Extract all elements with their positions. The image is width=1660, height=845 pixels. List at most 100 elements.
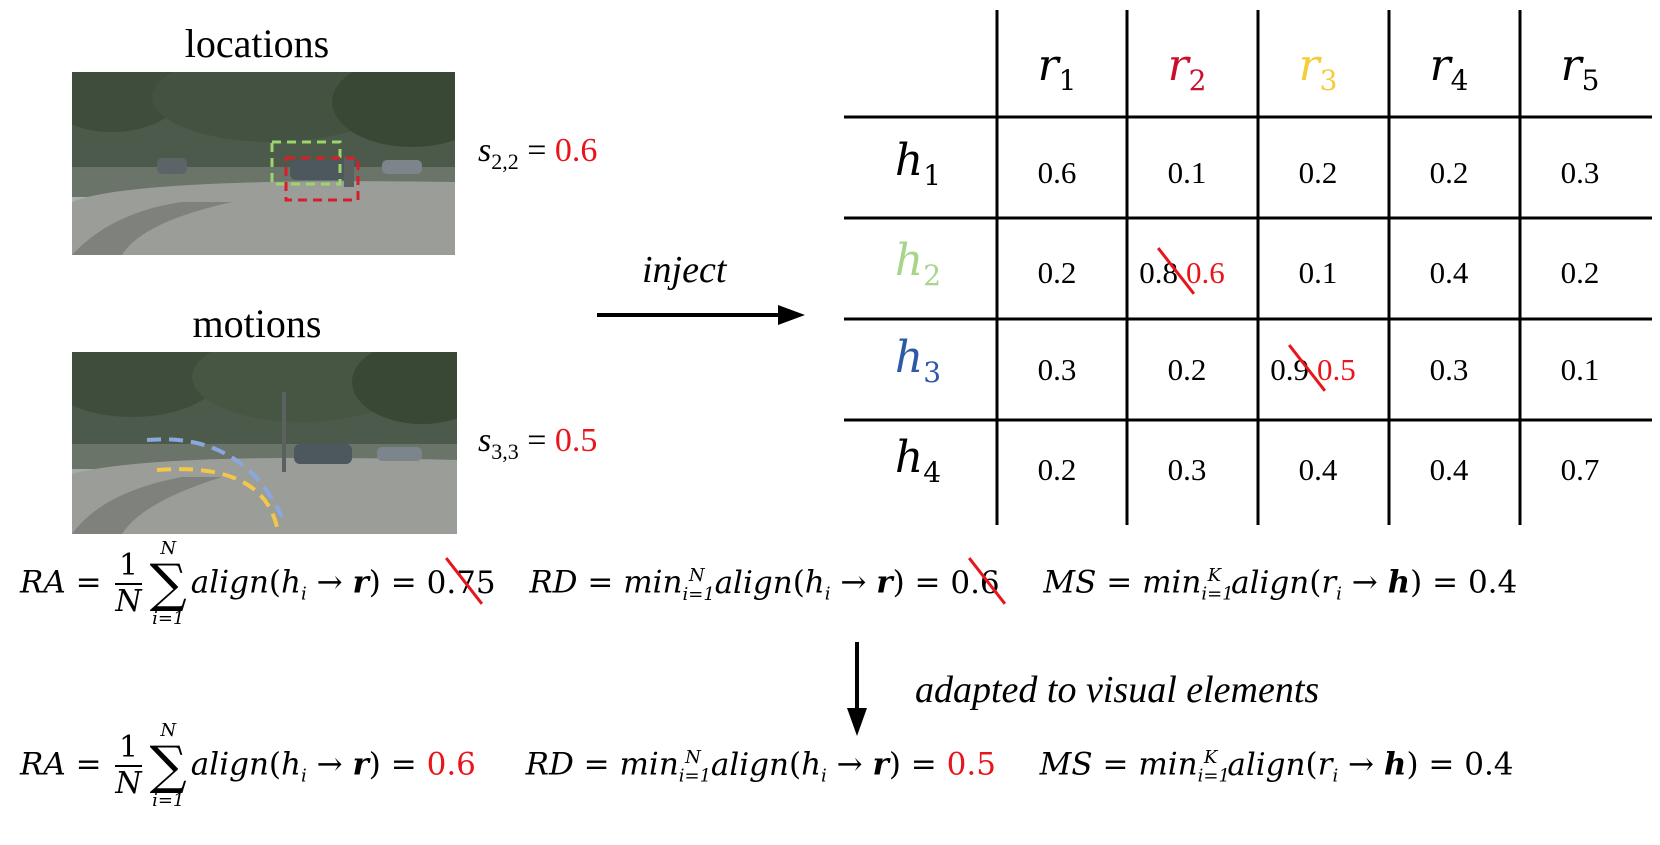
rd-symbol: RD bbox=[529, 564, 578, 601]
table-cell: 0.7 bbox=[1560, 452, 1600, 487]
arrow: → bbox=[830, 564, 877, 601]
score-label: s bbox=[478, 422, 492, 459]
min-lower: i=1 bbox=[678, 765, 712, 787]
col-header-base: r bbox=[1429, 40, 1451, 91]
row-header-base: h bbox=[894, 432, 924, 483]
bold-r: r bbox=[352, 746, 369, 783]
col-header-sub: 5 bbox=[1581, 63, 1600, 97]
fraction-denominator: N bbox=[115, 766, 142, 801]
arrow: → bbox=[1341, 564, 1388, 601]
sum-sigma: N∑i=1 bbox=[149, 720, 187, 811]
r-symbol: r bbox=[1317, 746, 1333, 783]
location-score: s2,2 = 0.6 bbox=[478, 132, 597, 175]
ra-value-struck: 0.75 bbox=[426, 564, 496, 601]
down-arrow bbox=[847, 642, 867, 736]
subscript-i: i bbox=[1332, 765, 1339, 787]
table-cell: 0.4 bbox=[1298, 452, 1338, 487]
inject-arrow bbox=[597, 305, 805, 325]
ms-value: 0.4 bbox=[1464, 746, 1514, 783]
col-header-sub: 2 bbox=[1188, 63, 1207, 97]
table-cell: 0.3 bbox=[1037, 352, 1077, 387]
equals: = bbox=[65, 746, 112, 783]
equals: = bbox=[1422, 564, 1468, 601]
align-fn: align bbox=[1231, 564, 1310, 601]
motion-score: s3,3 = 0.5 bbox=[478, 422, 597, 465]
score-equals: = bbox=[518, 132, 555, 169]
align-fn: align bbox=[1227, 746, 1306, 783]
table-cell: 0.2 bbox=[1037, 452, 1077, 487]
col-header-r1: r1 bbox=[997, 40, 1117, 97]
sum-sigma: N∑i=1 bbox=[149, 538, 187, 629]
replacement-value: 0.6 bbox=[1186, 255, 1225, 290]
table-cell: 0.1 bbox=[1298, 255, 1338, 290]
locations-photo-svg bbox=[72, 72, 455, 255]
score-value: 0.5 bbox=[554, 422, 598, 459]
bold-h: h bbox=[1387, 564, 1411, 601]
score-label: s bbox=[478, 132, 492, 169]
h-symbol: h bbox=[804, 564, 825, 601]
locations-title: locations bbox=[184, 21, 330, 66]
equals: = bbox=[577, 564, 624, 601]
fraction-denominator: N bbox=[115, 584, 142, 619]
row-header-base: h bbox=[894, 135, 924, 186]
red-dashed-box bbox=[284, 156, 360, 202]
sum-lower: i=1 bbox=[152, 608, 185, 629]
sum-upper: N bbox=[160, 720, 177, 741]
min-upper: K bbox=[1203, 747, 1218, 769]
table-cell: 0.4 bbox=[1429, 255, 1469, 290]
row-header-h1: h1 bbox=[848, 135, 988, 192]
col-header-r2: r2 bbox=[1127, 40, 1247, 97]
ms-value: 0.4 bbox=[1467, 564, 1518, 601]
struck-value: 0.9 bbox=[1270, 352, 1309, 387]
equals: = bbox=[900, 746, 947, 783]
motions-title: motions bbox=[192, 301, 322, 346]
col-header-base: r bbox=[1298, 40, 1320, 91]
equals: = bbox=[904, 564, 951, 601]
sum-lower: i=1 bbox=[152, 790, 185, 811]
adapted-label: adapted to visual elements bbox=[915, 669, 1320, 711]
equals: = bbox=[1092, 746, 1139, 783]
table-cell: 0.2 bbox=[1167, 352, 1207, 387]
locations-image bbox=[72, 72, 455, 255]
score-value: 0.6 bbox=[554, 132, 598, 169]
motions-photo-svg bbox=[72, 352, 457, 534]
min-fn: min bbox=[619, 746, 679, 783]
align-fn: align bbox=[714, 564, 793, 601]
fraction-numerator: 1 bbox=[115, 551, 142, 585]
min-lower: i=1 bbox=[1197, 765, 1230, 787]
table-cell: 0.1 bbox=[1167, 155, 1207, 190]
table-cell: 0.3 bbox=[1560, 155, 1600, 190]
row-header-sub: 2 bbox=[923, 258, 942, 292]
rd-value-struck: 0.6 bbox=[950, 564, 1000, 601]
row-header-base: h bbox=[894, 235, 924, 286]
h-symbol: h bbox=[281, 564, 301, 601]
rd-symbol: RD bbox=[525, 746, 574, 783]
bold-h: h bbox=[1383, 746, 1407, 783]
col-header-sub: 3 bbox=[1319, 63, 1338, 97]
replacement-value: 0.5 bbox=[1317, 352, 1356, 387]
align-fn: align bbox=[710, 746, 789, 783]
col-header-sub: 4 bbox=[1450, 63, 1469, 97]
ms-symbol: MS bbox=[1043, 564, 1097, 601]
equals: = bbox=[573, 746, 620, 783]
min-upper: K bbox=[1207, 565, 1222, 587]
sum-upper: N bbox=[160, 538, 177, 559]
arrow: → bbox=[306, 746, 353, 783]
ra-symbol: RA bbox=[20, 746, 66, 783]
yellow-trajectory bbox=[156, 467, 279, 528]
bold-r: r bbox=[352, 564, 369, 601]
bold-r: r bbox=[876, 564, 893, 601]
arrow: → bbox=[306, 564, 353, 601]
motions-image bbox=[72, 352, 457, 534]
equals: = bbox=[380, 564, 427, 601]
bold-r: r bbox=[872, 746, 889, 783]
score-subscript: 3,3 bbox=[491, 439, 519, 464]
min-fn: min bbox=[1138, 746, 1198, 783]
blue-trajectory bbox=[146, 437, 284, 518]
table-cell: 0.3 bbox=[1429, 352, 1469, 387]
